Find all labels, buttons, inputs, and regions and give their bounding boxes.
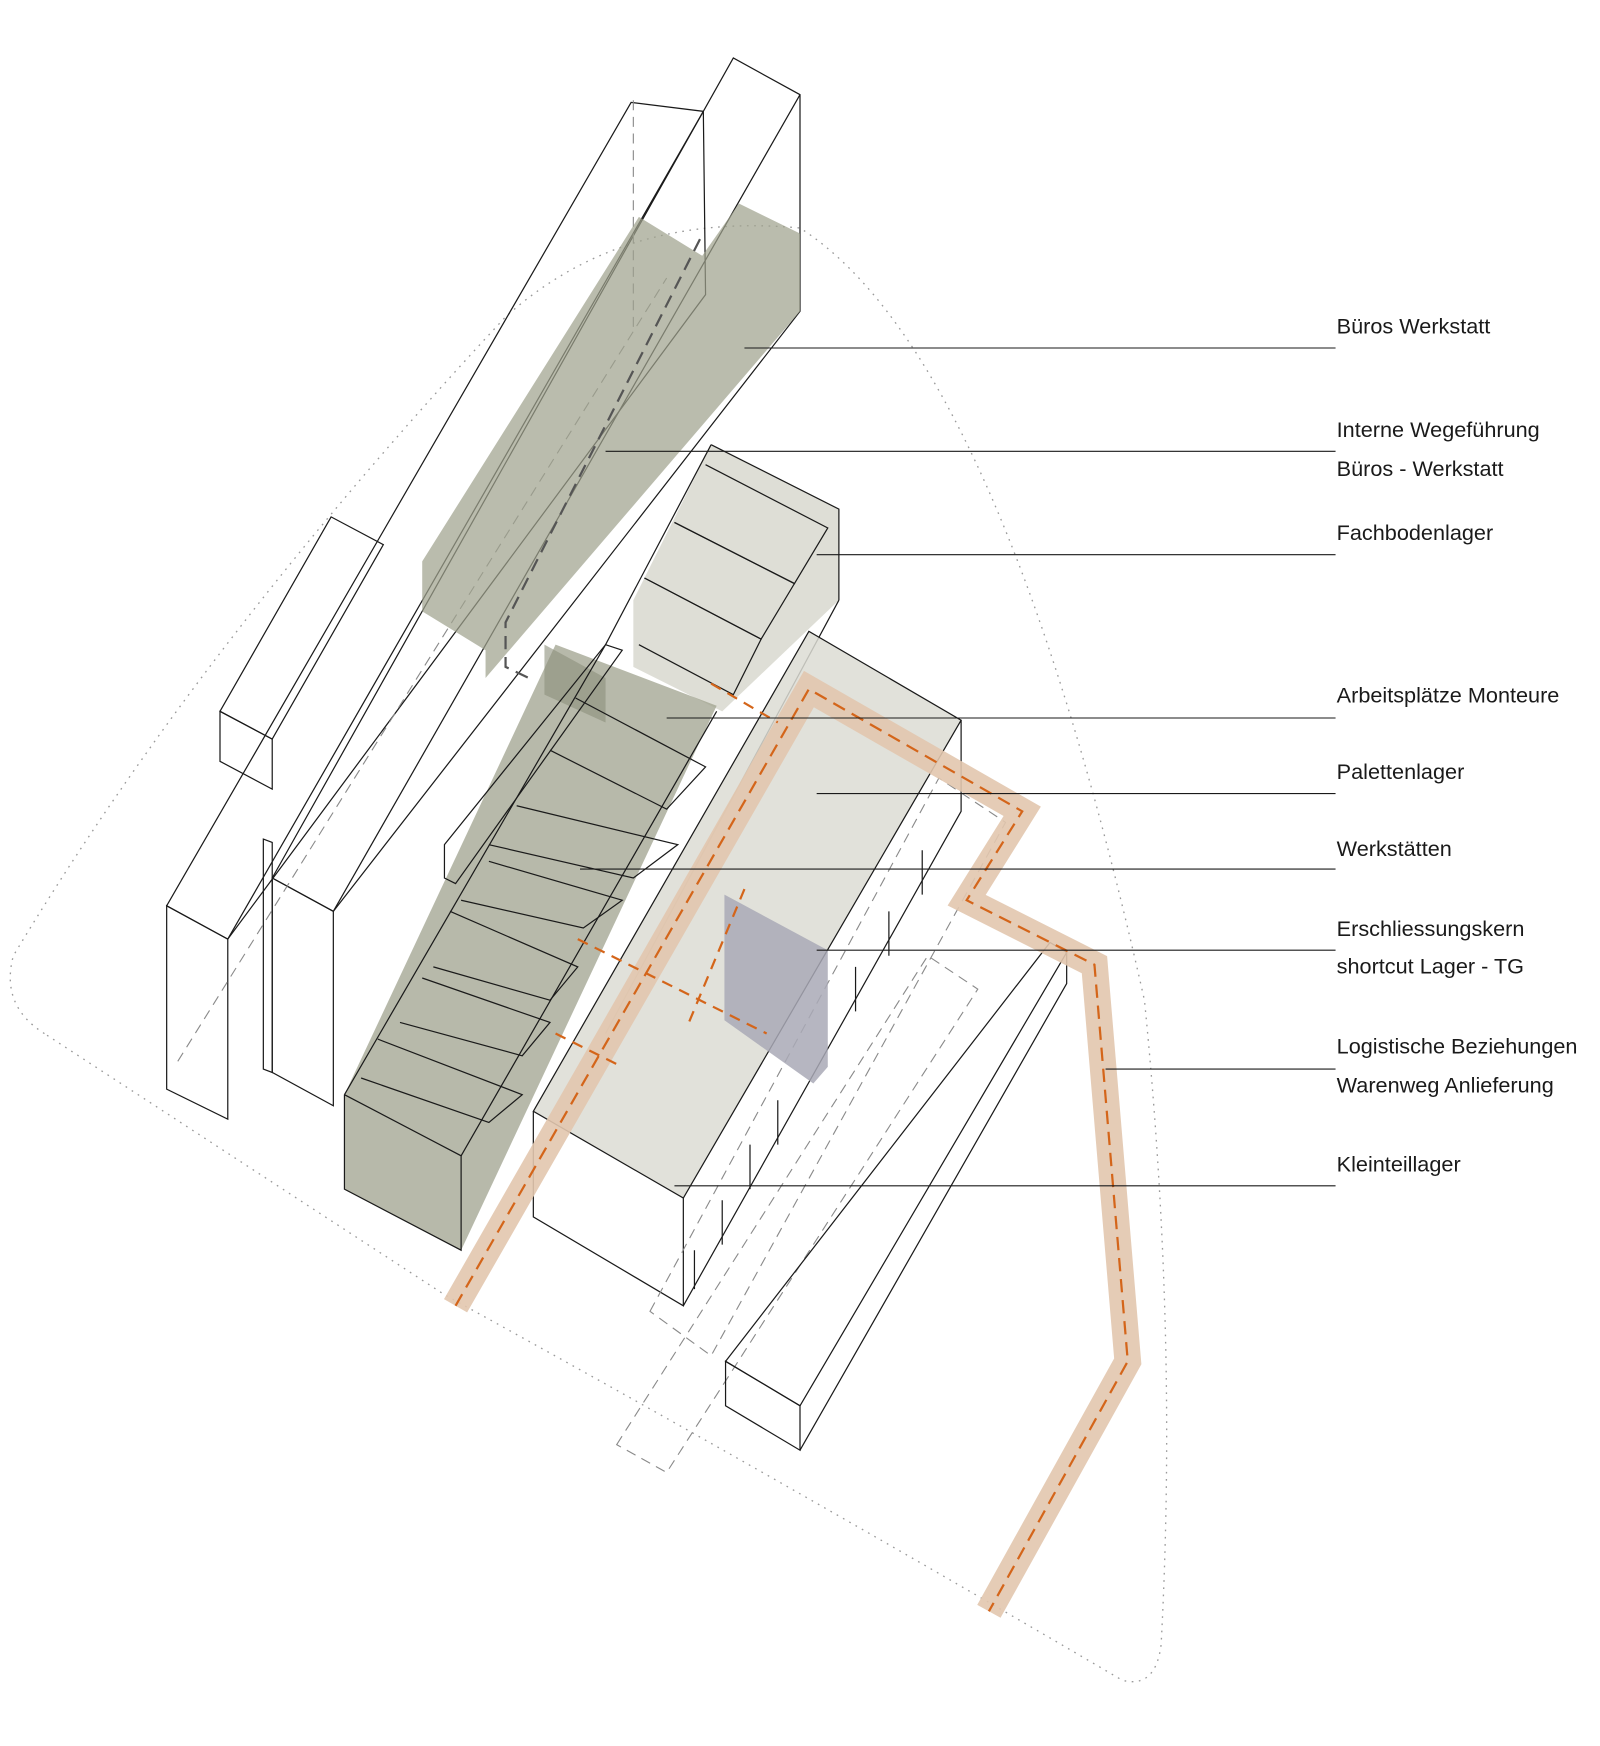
- label-palettenlager: Palettenlager: [1337, 759, 1465, 784]
- internal-route-dashed: [504, 238, 701, 682]
- bueros-werkstatt-volume: [422, 203, 800, 679]
- label-interne-wegefuehrung: Interne Wegeführung: [1337, 417, 1540, 442]
- erschliessungskern-core: [724, 894, 828, 1084]
- label-arbeitsplaetze-monteure: Arbeitsplätze Monteure: [1337, 682, 1560, 707]
- legend-labels: Büros Werkstatt Interne Wegeführung Büro…: [1337, 314, 1578, 1177]
- label-kleinteillager: Kleinteillager: [1337, 1151, 1461, 1176]
- label-fachbodenlager: Fachbodenlager: [1337, 520, 1494, 545]
- label-bueros-werkstatt: Büros Werkstatt: [1337, 314, 1491, 339]
- werkstaetten-block: [343, 643, 718, 1252]
- logistics-route-dashed: [454, 687, 1129, 1612]
- label-erschliessungskern: Erschliessungskern: [1337, 916, 1525, 941]
- workshop-route-dashed: [555, 682, 779, 1068]
- label-werkstaetten: Werkstätten: [1337, 836, 1452, 861]
- leader-lines: [580, 347, 1336, 1187]
- label-logistische-beziehungen-2: Warenweg Anlieferung: [1337, 1072, 1554, 1097]
- site-boundary-outline: [9, 225, 1168, 1683]
- label-interne-wegefuehrung-2: Büros - Werkstatt: [1337, 456, 1504, 481]
- label-erschliessungskern-2: shortcut Lager - TG: [1337, 954, 1524, 979]
- label-logistische-beziehungen: Logistische Beziehungen: [1337, 1034, 1578, 1059]
